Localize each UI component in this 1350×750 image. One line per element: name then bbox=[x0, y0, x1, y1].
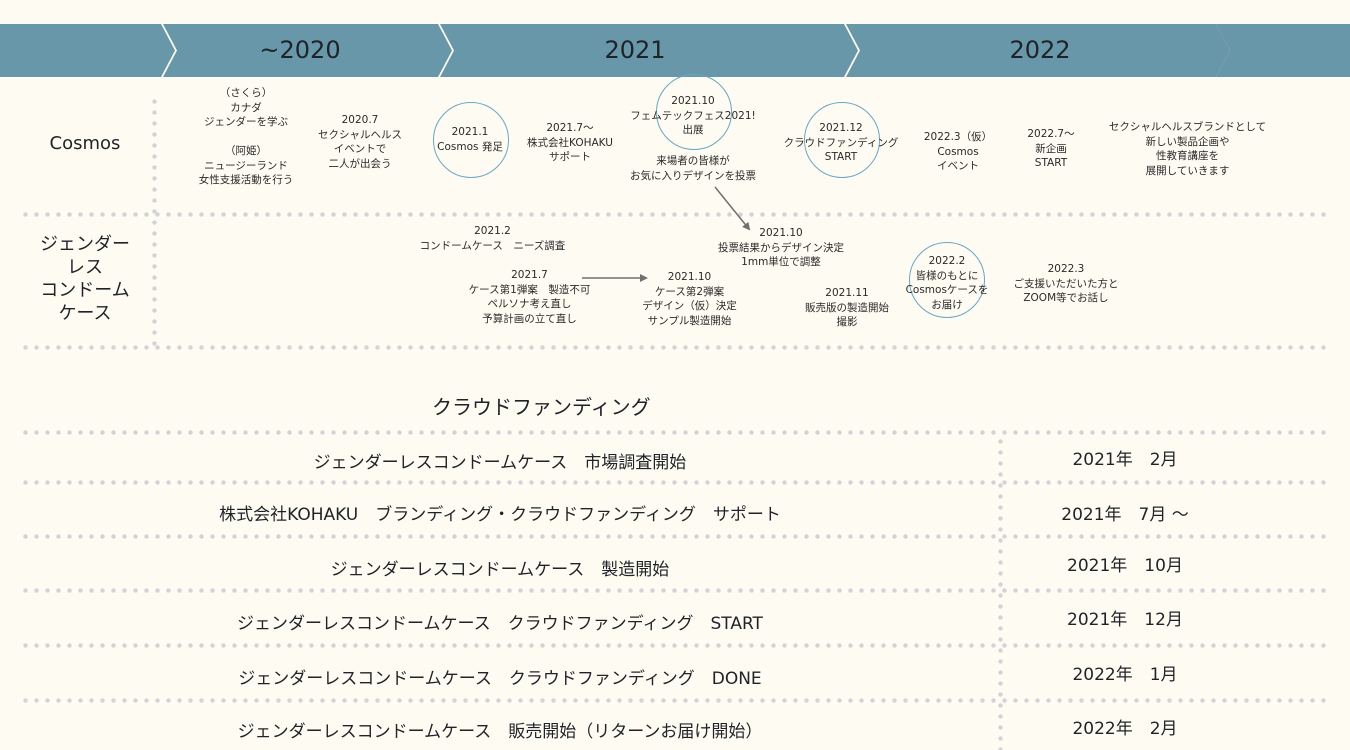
event-2021-2-needs: 2021.2 コンドームケース ニーズ調査 bbox=[419, 225, 566, 252]
cf-divider-2 bbox=[20, 534, 1330, 539]
cf-divider-top bbox=[20, 430, 1330, 435]
event-2021-10-design-decided: 2021.10 投票結果からデザイン決定 1mm単位で調整 bbox=[718, 227, 844, 268]
cf-item-5: ジェンダーレスコンドームケース クラウドファンディング DONE bbox=[238, 669, 762, 689]
event-2021-7-kohaku: 2021.7〜 株式会社KOHAKU サポート bbox=[527, 122, 613, 163]
event-2022-3-event: 2022.3（仮） Cosmos イベント bbox=[923, 131, 993, 172]
event-sakura-ahime: （さくら） カナダ ジェンダーを学ぶ （阿姫） ニュージーランド 女性支援活動を… bbox=[198, 87, 294, 186]
event-2022-2-delivery: 2022.2 皆様のもとに Cosmosケースを お届け bbox=[905, 255, 989, 311]
cf-date-1: 2021年 2月 bbox=[1072, 450, 1178, 470]
event-2021-12-crowdfunding: 2021.12 クラウドファンディング START bbox=[783, 122, 899, 163]
cf-date-3: 2021年 10月 bbox=[1067, 556, 1183, 576]
cf-column-divider bbox=[998, 436, 1003, 750]
event-2022-3-zoom: 2022.3 ご支援いただいた方と ZOOM等でお話し bbox=[1013, 263, 1119, 304]
event-2021-10-vote: 来場者の皆様が お気に入りデザインを投票 bbox=[630, 155, 756, 182]
cf-date-4: 2021年 12月 bbox=[1067, 610, 1183, 630]
row-label-cosmos: Cosmos bbox=[49, 133, 121, 154]
period-banner-tail bbox=[1216, 24, 1350, 77]
cf-item-4: ジェンダーレスコンドームケース クラウドファンディング START bbox=[237, 614, 763, 634]
cf-date-2: 2021年 7月 〜 bbox=[1061, 505, 1189, 525]
period-banner-2021 bbox=[440, 24, 858, 77]
period-banner-lead bbox=[0, 24, 175, 77]
crowdfunding-title: クラウドファンディング bbox=[432, 395, 651, 419]
event-2021-7-case1: 2021.7 ケース第1弾案 製造不可 ペルソナ考え直し 予算計画の立て直し bbox=[468, 269, 591, 325]
period-banner-2020 bbox=[163, 24, 452, 77]
event-2021-1: 2021.1 Cosmos 発足 bbox=[437, 126, 503, 153]
event-2020-7: 2020.7 セクシャルヘルス イベントで 二人が出会う bbox=[318, 114, 402, 170]
cf-item-2: 株式会社KOHAKU ブランディング・クラウドファンディング サポート bbox=[219, 505, 781, 525]
row-label-divider bbox=[152, 96, 157, 346]
cf-item-3: ジェンダーレスコンドームケース 製造開始 bbox=[330, 560, 670, 580]
cf-divider-3 bbox=[20, 588, 1330, 593]
cf-date-6: 2022年 2月 bbox=[1072, 719, 1178, 739]
cf-item-1: ジェンダーレスコンドームケース 市場調査開始 bbox=[313, 453, 687, 473]
row-label-genderless-case: ジェンダー レス コンドーム ケース bbox=[40, 234, 130, 324]
cf-date-5: 2022年 1月 bbox=[1072, 665, 1178, 685]
timeline-bottom-divider bbox=[20, 345, 1330, 350]
event-2021-10-femtech: 2021.10 フェムテックフェス2021! 出展 bbox=[630, 95, 756, 136]
period-label-2021: 2021 bbox=[604, 36, 666, 64]
event-2021-11-production: 2021.11 販売版の製造開始 撮影 bbox=[805, 287, 889, 328]
milestone-circle-2021-10-fes bbox=[656, 74, 732, 150]
event-2021-10-case2: 2021.10 ケース第2弾案 デザイン（仮）決定 サンプル製造開始 bbox=[642, 271, 737, 327]
cf-divider-4 bbox=[20, 643, 1330, 648]
cf-divider-5 bbox=[20, 698, 1330, 703]
event-future: セクシャルヘルスブランドとして 新しい製品企画や 性教育講座を 展開していきます bbox=[1108, 121, 1267, 177]
cf-item-6: ジェンダーレスコンドームケース 販売開始（リターンお届け開始） bbox=[237, 722, 763, 742]
arrow-vote-to-design bbox=[714, 186, 751, 231]
milestone-circle-2021-12 bbox=[804, 102, 880, 178]
event-2022-7-new: 2022.7〜 新企画 START bbox=[1027, 128, 1075, 169]
period-label-2020: ~2020 bbox=[259, 36, 341, 64]
cf-divider-1 bbox=[20, 480, 1330, 485]
milestone-circle-2022-2 bbox=[909, 242, 985, 318]
period-label-2022: 2022 bbox=[1009, 36, 1071, 64]
row-divider bbox=[20, 212, 1330, 217]
milestone-circle-2021-1 bbox=[433, 102, 509, 178]
period-banner-2022 bbox=[846, 24, 1230, 77]
